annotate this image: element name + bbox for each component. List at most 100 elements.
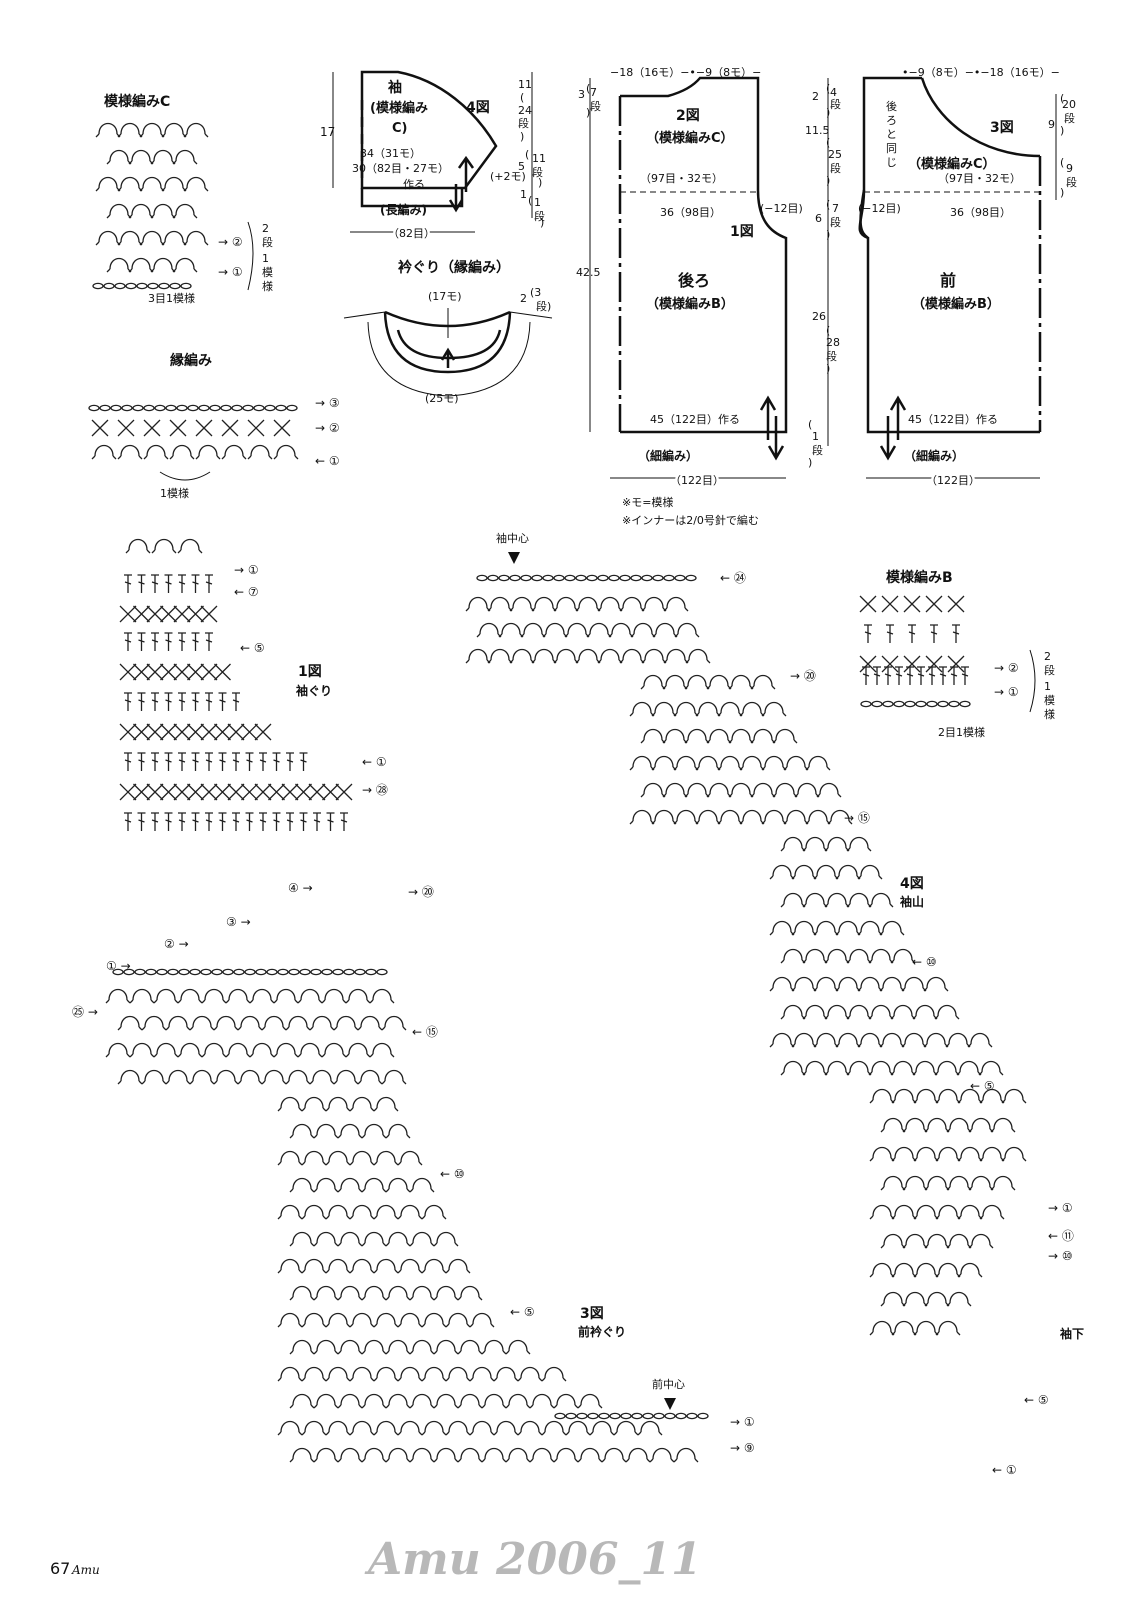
sleeve-long-stitch: (長編み) [380,202,427,217]
svg-text:(: ( [826,82,830,95]
fig4-chart-title: 4図 [900,876,924,892]
fig2-label: 2図 [676,108,700,124]
svg-text:（122目）: （122目） [670,474,724,487]
middle-dimension-column: 2 ( 4 段 ) 11.5 ( 25 段 ) 6 ( 7 段 ) 26 ( 2… [805,78,842,469]
row-marker: ← ⑩ [912,955,937,969]
row-marker: → ⑳ [790,669,816,683]
svg-text:2: 2 [1044,650,1051,663]
front-schematic: •−9（8モ）−•−18（16モ）− 後 ろ と 同 じ 3図 （模様編みC） … [858,66,1077,490]
svg-text:1: 1 [812,430,819,443]
fig4-stitches [465,574,1027,1336]
svg-text:(: ( [1060,92,1064,105]
svg-text:): ) [808,456,812,469]
row-marker: ① → [106,959,131,973]
sleeve-center-label: 袖中心 [496,531,529,545]
back-pattern-b: （模様編みB） [646,296,734,312]
svg-text:9: 9 [1066,162,1073,175]
sleeve-width-30: 30（82目・27モ） [352,162,449,175]
svg-text:6: 6 [815,212,822,225]
svg-text:(: ( [528,194,532,207]
back-pattern-c: （模様編みC） [646,130,734,146]
note-inner: ※インナーは2/0号針で編む [622,513,759,527]
front-pattern-c: （模様編みC） [908,156,996,172]
back-schematic: −18（16モ）−•−9（8モ）− 3 ( 7 段 ) 42.5 2図 （模様編… [576,66,803,527]
fig4-chart-sub: 袖山 [900,894,924,909]
front-title: 前 [940,271,956,290]
front-top-dims: •−9（8モ）−•−18（16モ）− [902,66,1060,79]
front-97: （97目・32モ） [938,172,1021,185]
svg-text:ろ: ろ [886,114,897,127]
row-marker: ④ → [288,881,313,895]
svg-text:): ) [538,176,542,189]
svg-text:段: 段 [518,116,529,130]
svg-text:段: 段 [830,215,841,229]
row-marker: ← ① [362,755,387,769]
row-marker: ← ⑦ [234,585,259,599]
row-marker: → ① [218,265,243,279]
svg-text:25: 25 [828,148,842,161]
pattern-c-title: 模様編みC [104,93,170,110]
svg-text:様: 様 [262,279,273,293]
sleeve-title: 袖 [388,79,402,96]
svg-text:じ: じ [886,156,897,169]
row-marker: → ① [234,563,259,577]
svg-text:): ) [540,216,544,229]
svg-text:3: 3 [578,88,585,101]
row-marker: ← ⑩ [440,1167,465,1181]
sleeve-make: 作る [403,178,425,191]
neckline-schematic: 衿ぐり（縁編み） (17モ) (25モ) 2 (3 段) [343,259,553,405]
fig1-armhole-chart: 1図 袖ぐり → ① ← ⑦ ← ⑤ ← ① → ㉘ [119,538,388,832]
svg-text:2: 2 [262,222,269,235]
sleeve-width-34: 34（31モ） [360,147,421,160]
svg-text:1: 1 [262,252,269,265]
back-left-dims: 3 ( 7 段 ) [578,82,601,119]
svg-text:20: 20 [1062,98,1076,111]
svg-text:（82目）: （82目） [388,227,435,240]
edge-stitches [88,404,299,460]
row-marker: ← ⑤ [510,1305,535,1319]
neckline-title: 衿ぐり（縁編み） [398,259,510,276]
svg-text:2: 2 [812,90,819,103]
row-marker: → ⑩ [1048,1249,1073,1263]
front-decrease: (−12目) [858,202,901,215]
pattern-c-rows-label: 2 段 1 模 様 [262,222,273,293]
svg-text:(: ( [826,198,830,211]
page-footer: 67 Amu Amu 2006_11 [50,1534,702,1585]
edge-repeat: 1模様 [160,486,189,500]
sleeve-underarm-label: 袖下 [1060,1326,1084,1341]
svg-text:1: 1 [1044,680,1051,693]
svg-text:4: 4 [830,86,837,99]
svg-text:段: 段 [534,209,545,223]
svg-text:段: 段 [1066,175,1077,189]
sleeve-schematic: 袖 (模様編み C) 4図 17 34（31モ） 30（82目・27モ） 作る … [320,70,546,243]
note-moyou: ※モ=模様 [622,495,673,509]
row-marker: ← ⑮ [412,1025,438,1039]
front-same-as-back: 後 ろ と 同 じ [886,99,897,169]
svg-text:11: 11 [518,78,532,91]
svg-text:段: 段 [812,443,823,457]
svg-text:段: 段 [830,97,841,111]
row-marker: → ② [315,421,340,435]
magazine-name: Amu [71,1563,100,1577]
front-center-label: 前中心 [652,1377,685,1391]
back-45: 45（122目）作る [650,413,740,426]
fig1-chart-title: 1図 [298,664,322,680]
row-marker: → ① [1048,1201,1073,1215]
pattern-b-repeat: 2目1模様 [938,725,985,739]
row-marker: ← ⑤ [1024,1393,1049,1407]
svg-text:): ) [826,228,830,241]
front-sc: （細編み） [904,448,964,463]
svg-text:24: 24 [518,104,532,117]
row-marker: → ⑳ [408,885,434,899]
fig3-label: 3図 [990,120,1014,136]
pattern-b-stitches [859,595,971,708]
svg-text:段: 段 [590,99,601,113]
pattern-c-repeat: 3目1模様 [148,291,195,305]
footer-watermark: Amu 2006_11 [364,1534,702,1585]
fig3-front-neckline-chart: ④ → ③ → ② → ① → → ⑳ ㉕ → ← ⑮ ← ⑩ ← ⑤ 3図 前… [72,881,755,1463]
sleeve-right-dims: 11 ( 24 段 ) 5 ( 11 段 ) 1 ( 1 段 ) [518,78,546,229]
sleeve-pattern-label: (模様編み [370,100,428,116]
back-decrease: (−12目) [760,202,803,215]
back-97: （97目・32モ） [640,172,723,185]
